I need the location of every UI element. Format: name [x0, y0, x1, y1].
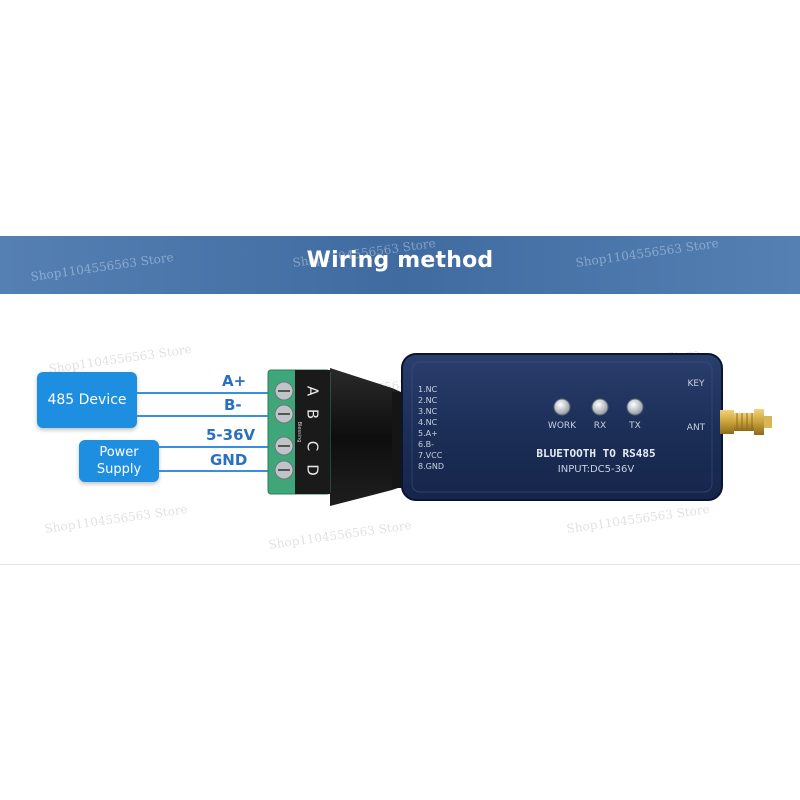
banner-title: Wiring method	[306, 248, 494, 273]
terminal-block-face	[295, 370, 330, 494]
ant-label: ANT	[687, 423, 706, 433]
terminal-screw-d	[274, 460, 294, 480]
pin-label: 1.NC	[418, 385, 438, 394]
pin-label: 4.NC	[418, 418, 438, 427]
terminal-letter-c: C	[304, 441, 322, 451]
power-supply-label-line2: Supply	[96, 462, 142, 477]
led-label-tx: TX	[628, 421, 641, 431]
pin-label: 2.NC	[418, 396, 438, 405]
plug-housing	[330, 368, 410, 506]
power-supply-box: Power Supply	[79, 440, 159, 482]
power-supply-label-line1: Power	[99, 445, 139, 460]
divider-line	[0, 564, 800, 565]
pin-label: 8.GND	[418, 462, 444, 471]
rs485-device-label: 485 Device	[47, 392, 127, 408]
led-label-rx: RX	[594, 421, 606, 431]
antenna-connector	[720, 409, 772, 435]
led-label-work: WORK	[548, 421, 577, 431]
module-title: BLUETOOTH TO RS485	[536, 447, 655, 460]
led-rx	[591, 398, 609, 416]
module-input-spec: INPUT:DC5-36V	[558, 464, 635, 475]
terminal-letter-b: B	[304, 409, 322, 419]
module-panel	[411, 361, 713, 493]
pin-label: 3.NC	[418, 407, 438, 416]
wire-b-minus	[137, 415, 293, 417]
terminal-small-text: Blessing	[296, 422, 302, 443]
pin-label: 5.A+	[418, 429, 438, 438]
pin-label: 6.B-	[418, 440, 434, 449]
rs485-device-box: 485 Device	[37, 372, 137, 428]
wire-label-a-plus: A+	[222, 372, 247, 390]
pin-list: 1.NC 2.NC 3.NC 4.NC 5.A+ 6.B- 7.VCC 8.GN…	[418, 385, 444, 471]
pin-label: 7.VCC	[418, 451, 443, 460]
terminal-screw-b	[274, 404, 294, 424]
wire-a-plus	[137, 392, 293, 394]
wire-label-b-minus: B-	[224, 396, 242, 414]
title-banner: Wiring method Shop1104556563 Store Shop1…	[0, 236, 800, 294]
led-tx	[626, 398, 644, 416]
key-label: KEY	[687, 379, 705, 389]
terminal-letter-d: D	[304, 464, 322, 476]
wire-label-gnd: GND	[210, 451, 248, 469]
wire-vcc	[159, 446, 293, 448]
led-work	[553, 398, 571, 416]
wire-label-vcc: 5-36V	[206, 426, 256, 444]
wire-gnd	[159, 470, 293, 472]
terminal-letter-a: A	[304, 386, 322, 397]
terminal-screw-a	[274, 381, 294, 401]
terminal-screw-c	[274, 436, 294, 456]
